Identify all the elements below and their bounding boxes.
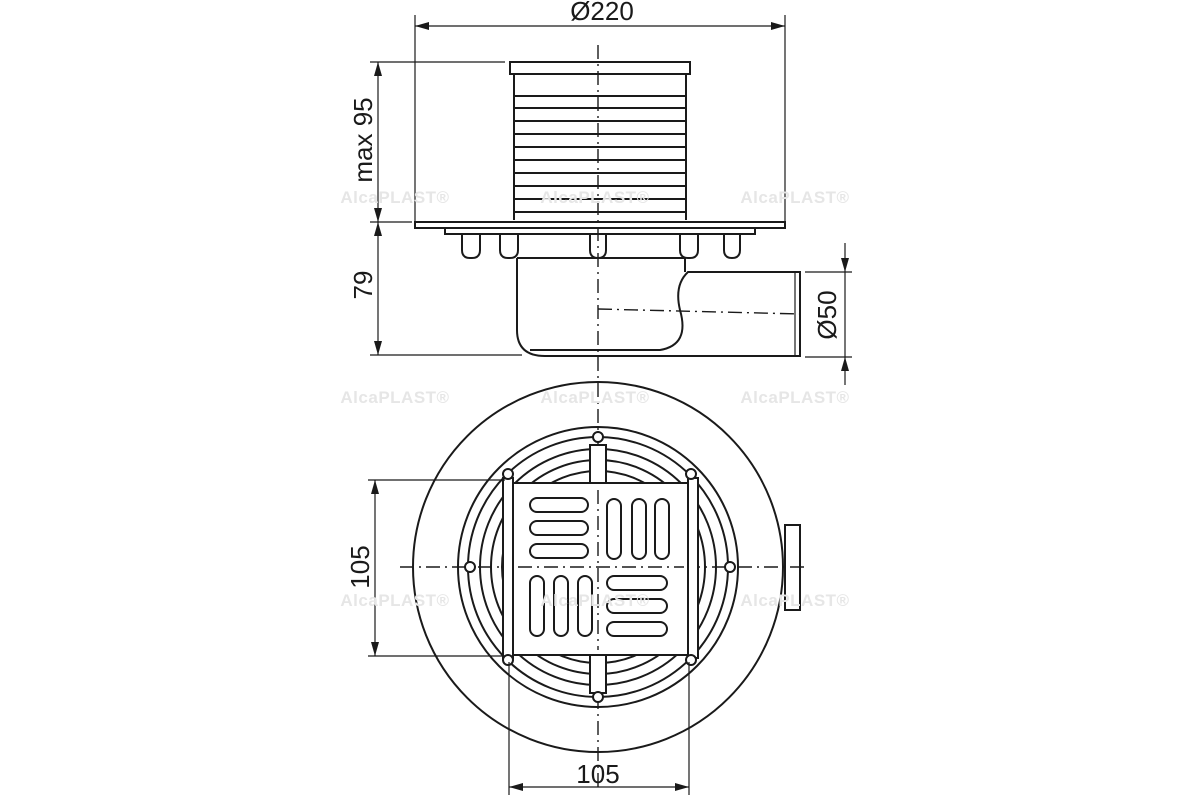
outlet-stub: [784, 524, 801, 611]
watermark: AlcaPLAST®: [540, 188, 649, 207]
grate-slots: [529, 497, 670, 637]
dimension-flange-diameter: Ø220: [570, 0, 634, 26]
watermark: AlcaPLAST®: [340, 591, 449, 610]
watermark: AlcaPLAST®: [740, 388, 849, 407]
flange-outline: [412, 381, 784, 753]
flange-plate: [444, 227, 756, 235]
dimension-grate-height: max 95: [348, 97, 378, 182]
watermark: AlcaPLAST®: [340, 388, 449, 407]
watermark: AlcaPLAST®: [540, 388, 649, 407]
watermark: AlcaPLAST®: [340, 188, 449, 207]
dimension-outlet-diameter: Ø50: [812, 290, 842, 339]
side-view: [414, 61, 801, 357]
top-view: [412, 381, 801, 753]
watermark: AlcaPLAST®: [740, 188, 849, 207]
side-dimensions: Ø220 max 95 79 Ø50: [348, 0, 852, 385]
dimension-grate-height-side: 105: [345, 545, 375, 588]
grate-cap: [509, 61, 691, 75]
bolts: [461, 234, 741, 260]
drain-body: [516, 258, 801, 357]
watermark: AlcaPLAST®: [740, 591, 849, 610]
top-dimensions: 105 105: [345, 479, 690, 795]
grate-ribs: [514, 95, 686, 213]
dimension-body-height: 79: [348, 271, 378, 300]
grate-square: [512, 482, 689, 656]
outlet-axis: [597, 308, 801, 315]
dimension-grate-width: 105: [576, 759, 619, 789]
